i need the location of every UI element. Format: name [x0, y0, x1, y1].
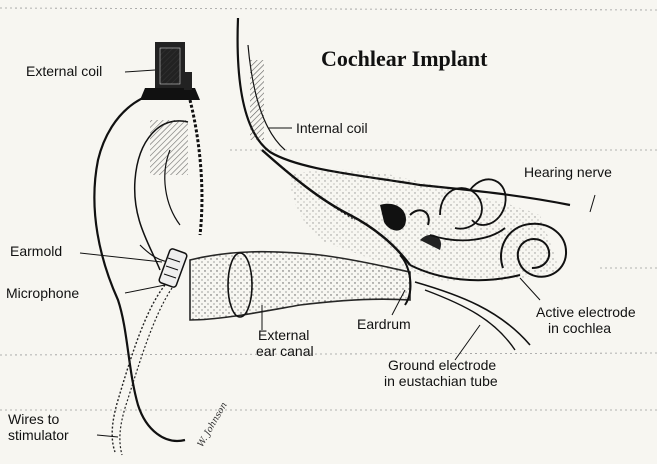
- label-active-electrode-1: Active electrode: [536, 305, 636, 320]
- coil-cord: [190, 100, 202, 235]
- label-wires-to: Wires to: [8, 412, 59, 427]
- external-coil-device: [140, 42, 200, 100]
- microphone-device: [158, 248, 187, 288]
- label-earmold: Earmold: [10, 244, 62, 259]
- label-internal-coil: Internal coil: [296, 121, 368, 136]
- label-hearing-nerve: Hearing nerve: [524, 165, 612, 180]
- label-ground-electrode-1: Ground electrode: [388, 358, 496, 373]
- label-microphone: Microphone: [6, 286, 79, 301]
- label-ground-electrode-2: in eustachian tube: [384, 374, 498, 389]
- label-external-coil: External coil: [26, 64, 102, 79]
- label-external-ear-canal-2: ear canal: [256, 344, 314, 359]
- label-external-ear-canal-1: External: [258, 328, 309, 343]
- label-stimulator: stimulator: [8, 428, 69, 443]
- label-active-electrode-2: in cochlea: [548, 321, 611, 336]
- diagram-title: Cochlear Implant: [321, 46, 487, 72]
- ear-canal: [190, 252, 410, 320]
- label-eardrum: Eardrum: [357, 317, 411, 332]
